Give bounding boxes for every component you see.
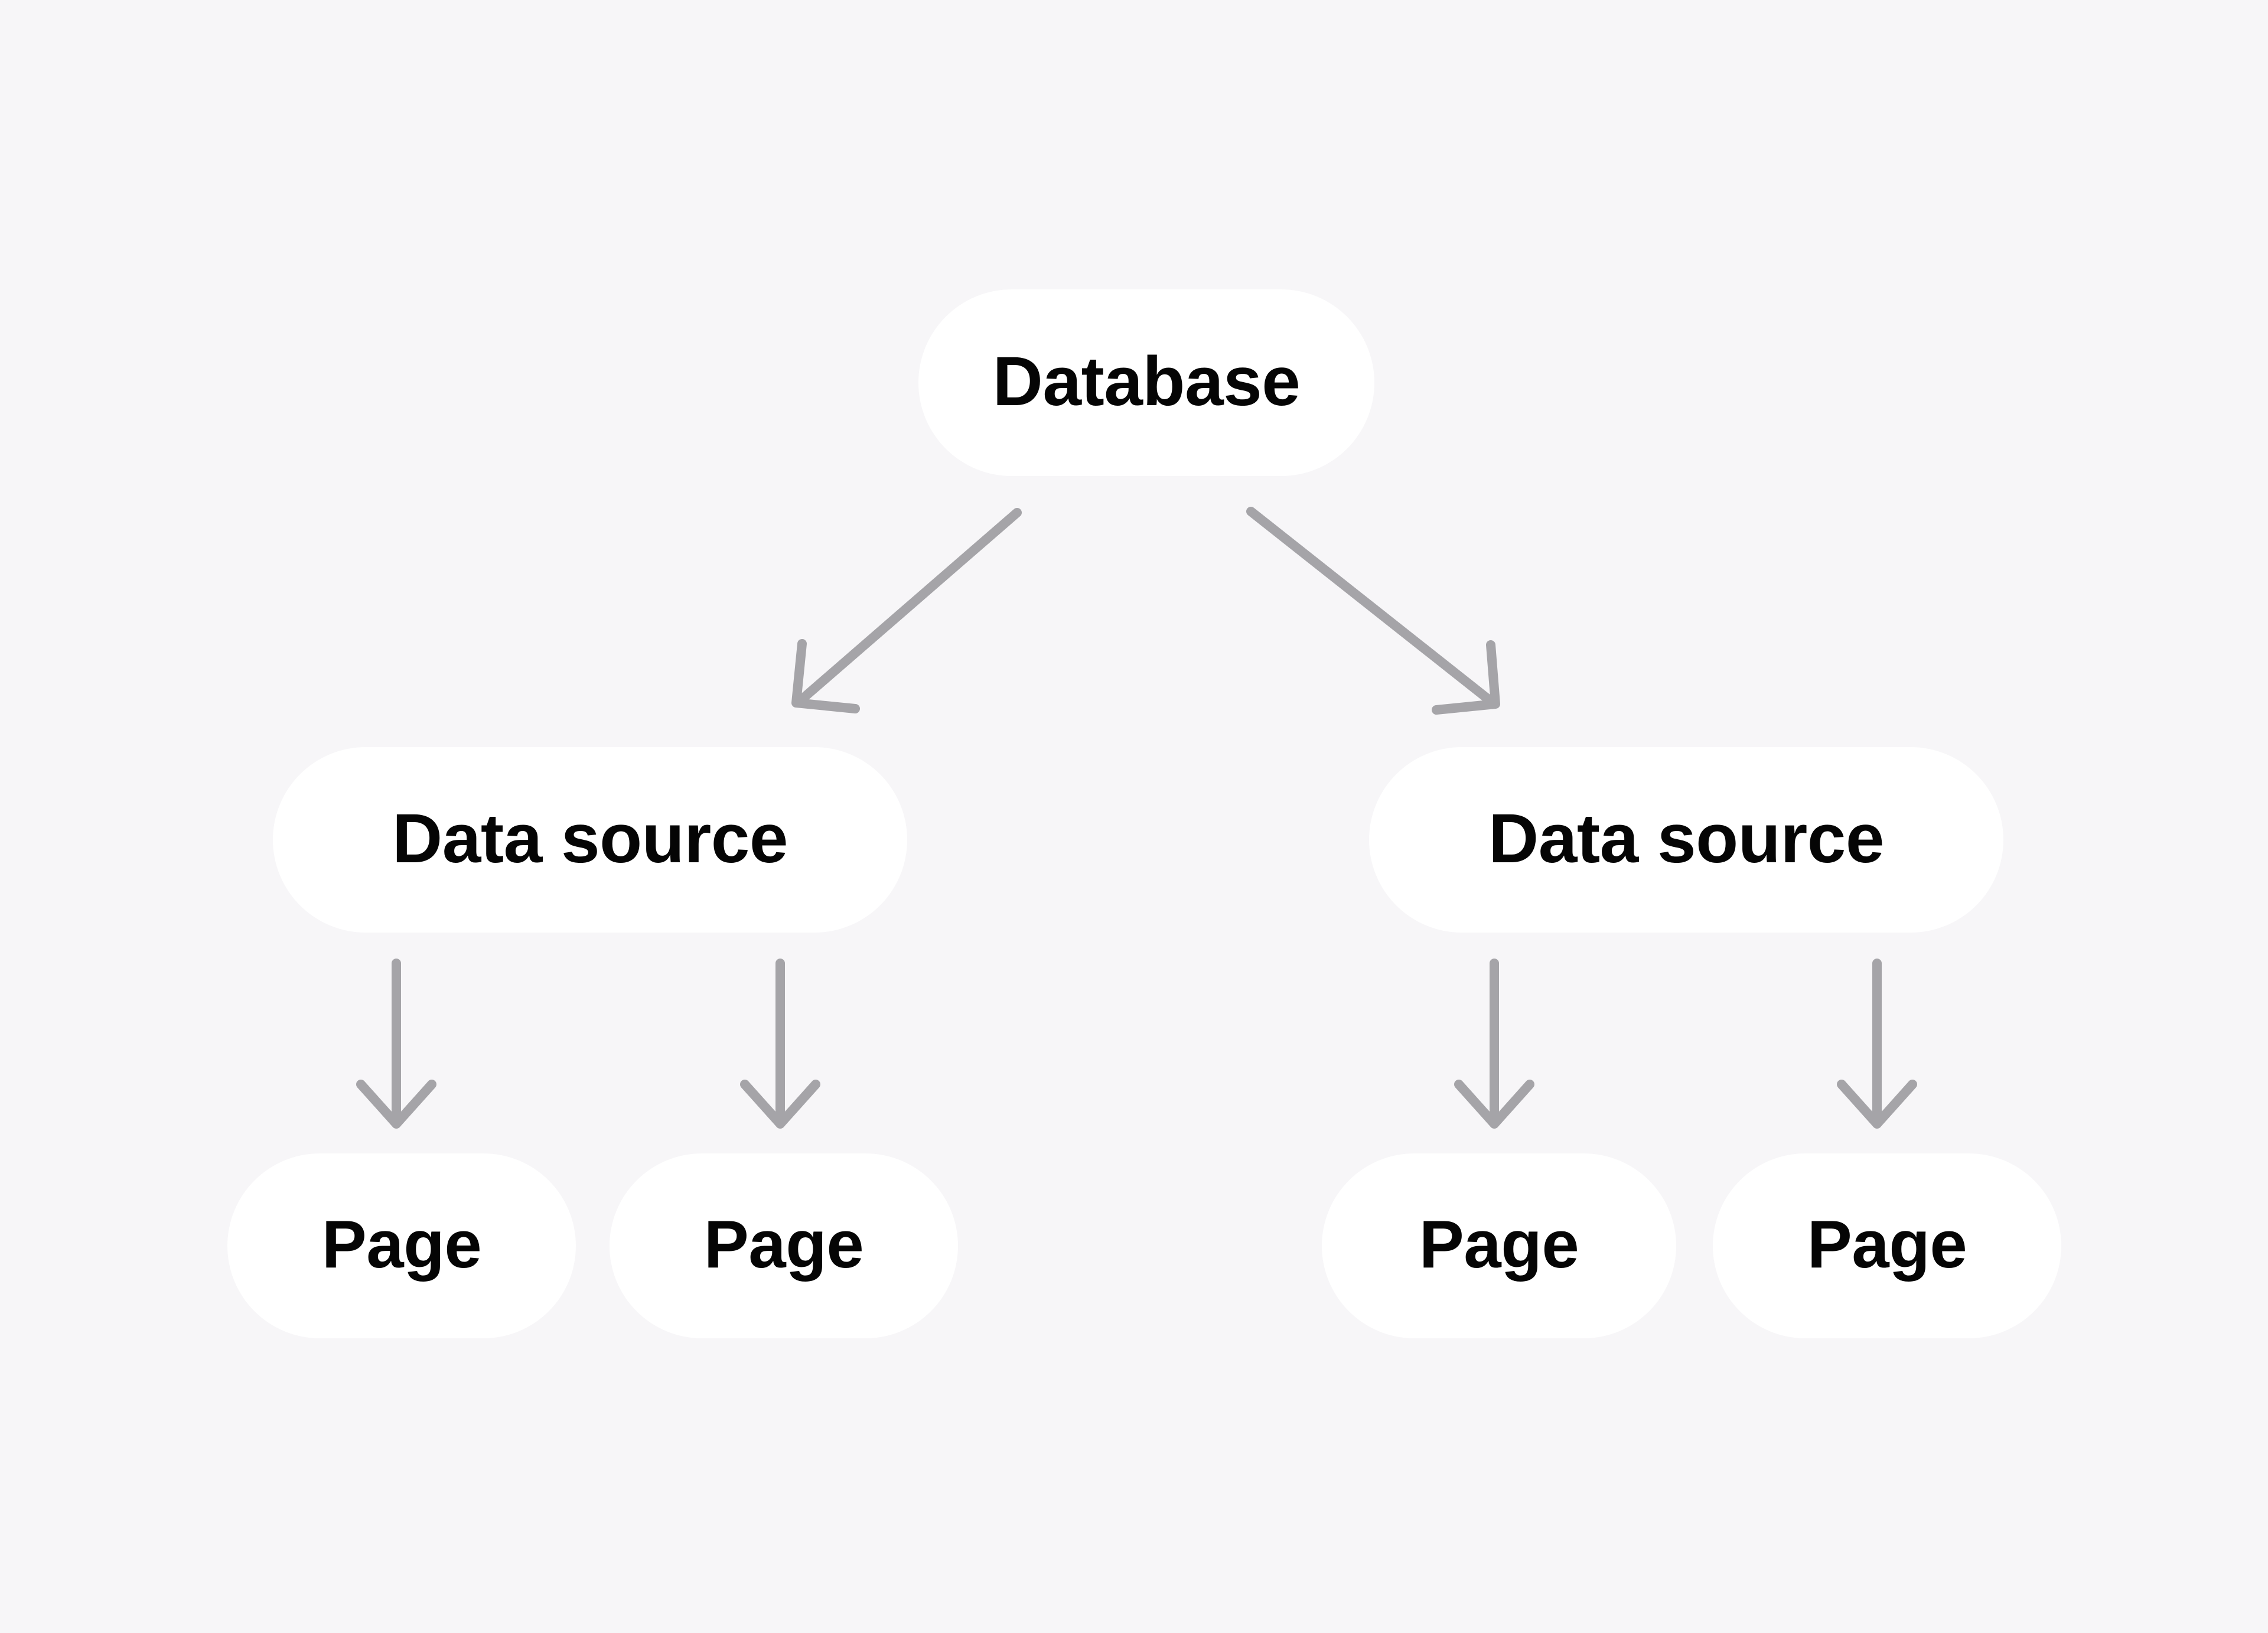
- edge-data-source-1-to-page-1: [356, 959, 436, 1129]
- node-data-source-2-label: Data source: [1488, 800, 1885, 878]
- node-data-source-1-label: Data source: [392, 800, 788, 878]
- edge-data-source-1-to-page-2: [740, 959, 820, 1129]
- node-page-4[interactable]: Page: [1713, 1153, 2061, 1338]
- edge-data-source-2-to-page-4: [1837, 959, 1917, 1129]
- edge-data-source-2-to-page-3: [1454, 959, 1534, 1129]
- node-page-1-label: Page: [321, 1207, 482, 1282]
- node-page-3-label: Page: [1419, 1207, 1579, 1282]
- node-database-label: Database: [992, 343, 1301, 421]
- edge-database-to-data-source-1: [791, 508, 1022, 713]
- edge-database-to-data-source-2: [1246, 507, 1500, 715]
- node-database[interactable]: Database: [918, 289, 1374, 476]
- node-data-source-1[interactable]: Data source: [273, 747, 907, 933]
- node-data-source-2[interactable]: Data source: [1369, 747, 2003, 933]
- node-page-2-label: Page: [703, 1207, 864, 1282]
- node-page-4-label: Page: [1807, 1207, 1967, 1282]
- node-page-3[interactable]: Page: [1322, 1153, 1676, 1338]
- node-page-1[interactable]: Page: [227, 1153, 576, 1338]
- node-page-2[interactable]: Page: [610, 1153, 958, 1338]
